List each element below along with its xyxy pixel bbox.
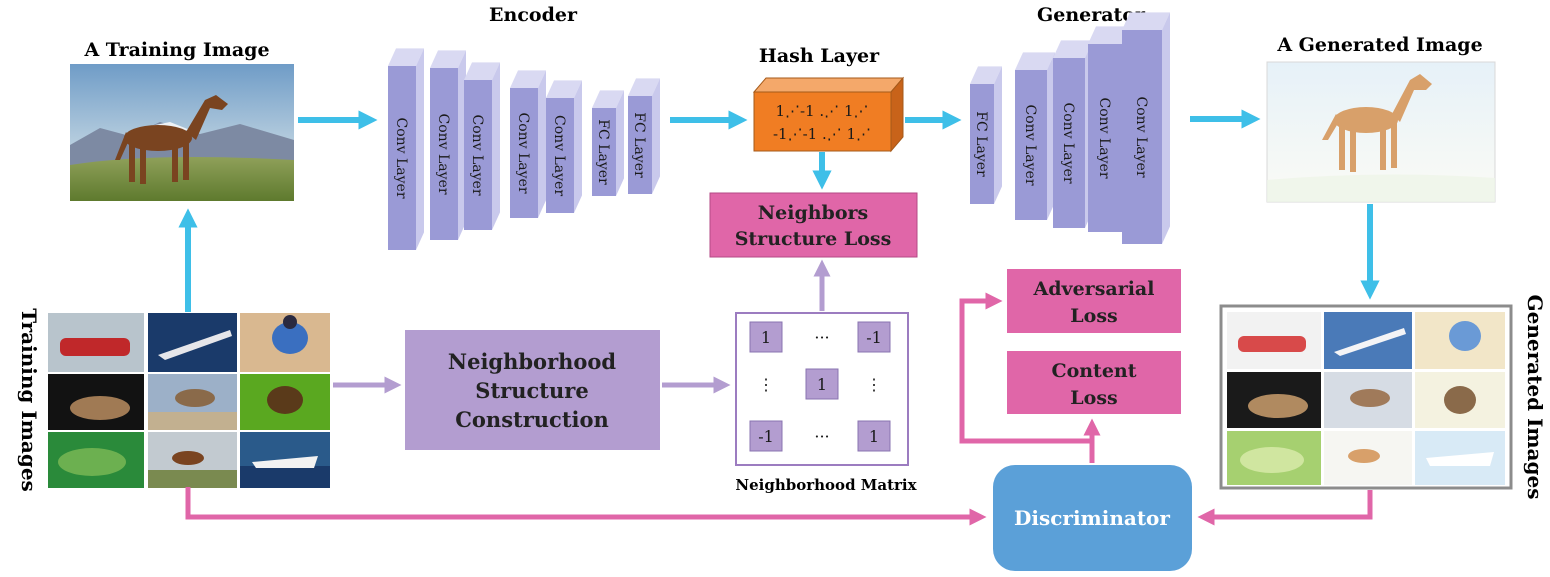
arrow-generated-to-discriminator [1197,490,1373,526]
encoder-layer-2: Conv Layer [430,50,466,241]
encoder-layer-5: Conv Layer [546,80,582,214]
encoder-layer-6-label: FC Layer [595,119,611,185]
encoder-layer-4: Conv Layer [510,70,546,219]
encoder-layer-2-label: Conv Layer [435,113,451,194]
neighborhood-matrix: 1 ··· -1 ⋮ 1 ⋮ -1 ··· 1 [735,312,909,466]
adversarial-line-2: Loss [1070,305,1117,327]
training-images-grid [48,313,330,488]
svg-text:···: ··· [814,328,829,347]
matrix-cell: -1 [857,321,891,353]
generator-layer-3-label: Conv Layer [1060,102,1076,183]
encoder-layer-3-label: Conv Layer [469,114,485,195]
neighborhood-matrix-label: Neighborhood Matrix [735,476,917,494]
matrix-cell: ⋮ [758,375,774,394]
blue-arrows [178,109,1380,312]
svg-text:1: 1 [817,375,827,394]
generator-layer-3: Conv Layer [1053,40,1093,229]
nsc-line-3: Construction [455,407,609,432]
generator: FC Layer Conv Layer Conv Layer Conv Layer Co… [970,12,1170,245]
generator-layer-4-label: Conv Layer [1096,97,1112,178]
generator-layer-1-label: FC Layer [973,111,989,177]
generated-image [1266,61,1496,203]
pink-arrows [185,292,1373,526]
content-line-1: Content [1051,360,1136,382]
hash-layer-title: Hash Layer [759,45,880,67]
svg-text:⋮: ⋮ [866,375,882,394]
discriminator-box: Discriminator [993,465,1192,571]
hash-code-row-2: -1⋰-1 .⋰ 1⋰ [773,125,871,143]
content-line-2: Loss [1070,387,1117,409]
matrix-cell: 1 [749,321,783,353]
arrow-training-to-discriminator [185,487,987,526]
encoder-layer-1-label: Conv Layer [393,117,409,198]
generator-layer-5-label: Conv Layer [1133,96,1149,177]
generator-title: Generator [1037,4,1146,26]
encoder-layer-3: Conv Layer [464,62,500,231]
adversarial-line-1: Adversarial [1033,278,1155,300]
generator-layer-2: Conv Layer [1015,52,1055,221]
generated-image-title: A Generated Image [1276,34,1482,56]
encoder-layer-4-label: Conv Layer [515,112,531,193]
encoder-layer-7: FC Layer [628,78,660,194]
matrix-cell: ··· [814,328,829,347]
encoder-layer-1: Conv Layer [388,48,424,251]
arrow-disc-to-adversarial [959,292,1095,463]
encoder-layer-5-label: Conv Layer [551,115,567,196]
matrix-cell: ··· [814,427,829,446]
generator-layer-1: FC Layer [970,66,1002,205]
nsc-line-1: Neighborhood [448,349,617,374]
neighbors-structure-loss-box: Neighbors Structure Loss [709,192,918,258]
generated-images-grid [1219,304,1513,490]
training-image [70,64,294,201]
purple-arrows [333,259,831,394]
generator-layer-4: Conv Layer [1088,26,1130,233]
training-image-title: A Training Image [83,39,269,61]
encoder-layer-7-label: FC Layer [631,112,647,178]
neighbors-loss-line-1: Neighbors [758,202,868,224]
neighbors-loss-line-2: Structure Loss [735,228,892,250]
generator-layer-5: Conv Layer [1122,12,1170,245]
svg-text:1: 1 [761,328,771,347]
svg-text:-1: -1 [866,328,882,347]
nsc-box: Neighborhood Structure Construction [405,330,660,450]
nsc-line-2: Structure [475,378,588,403]
content-loss-box: Content Loss [1007,351,1181,414]
generated-images-label: Generated Images [1523,295,1547,500]
hash-layer-block: 1⋰-1 .⋰ 1⋰ -1⋰-1 .⋰ 1⋰ [752,76,905,153]
svg-text:-1: -1 [758,427,774,446]
matrix-cell: ⋮ [866,375,882,394]
svg-text:1: 1 [869,427,879,446]
training-images-label: Training Images [17,308,41,492]
svg-text:⋮: ⋮ [758,375,774,394]
hash-code-row-1: 1⋰-1 .⋰ 1⋰ [775,102,868,120]
discriminator-label: Discriminator [1014,506,1170,530]
encoder-layer-6: FC Layer [592,90,624,196]
encoder: Conv Layer Conv Layer Conv Layer Conv Layer… [388,48,660,251]
matrix-cell: 1 [805,368,839,400]
encoder-title: Encoder [489,4,578,26]
matrix-cell: -1 [749,420,783,452]
generator-layer-2-label: Conv Layer [1022,104,1038,185]
adversarial-loss-box: Adversarial Loss [1007,269,1181,333]
matrix-cell: 1 [857,420,891,452]
svg-text:···: ··· [814,427,829,446]
